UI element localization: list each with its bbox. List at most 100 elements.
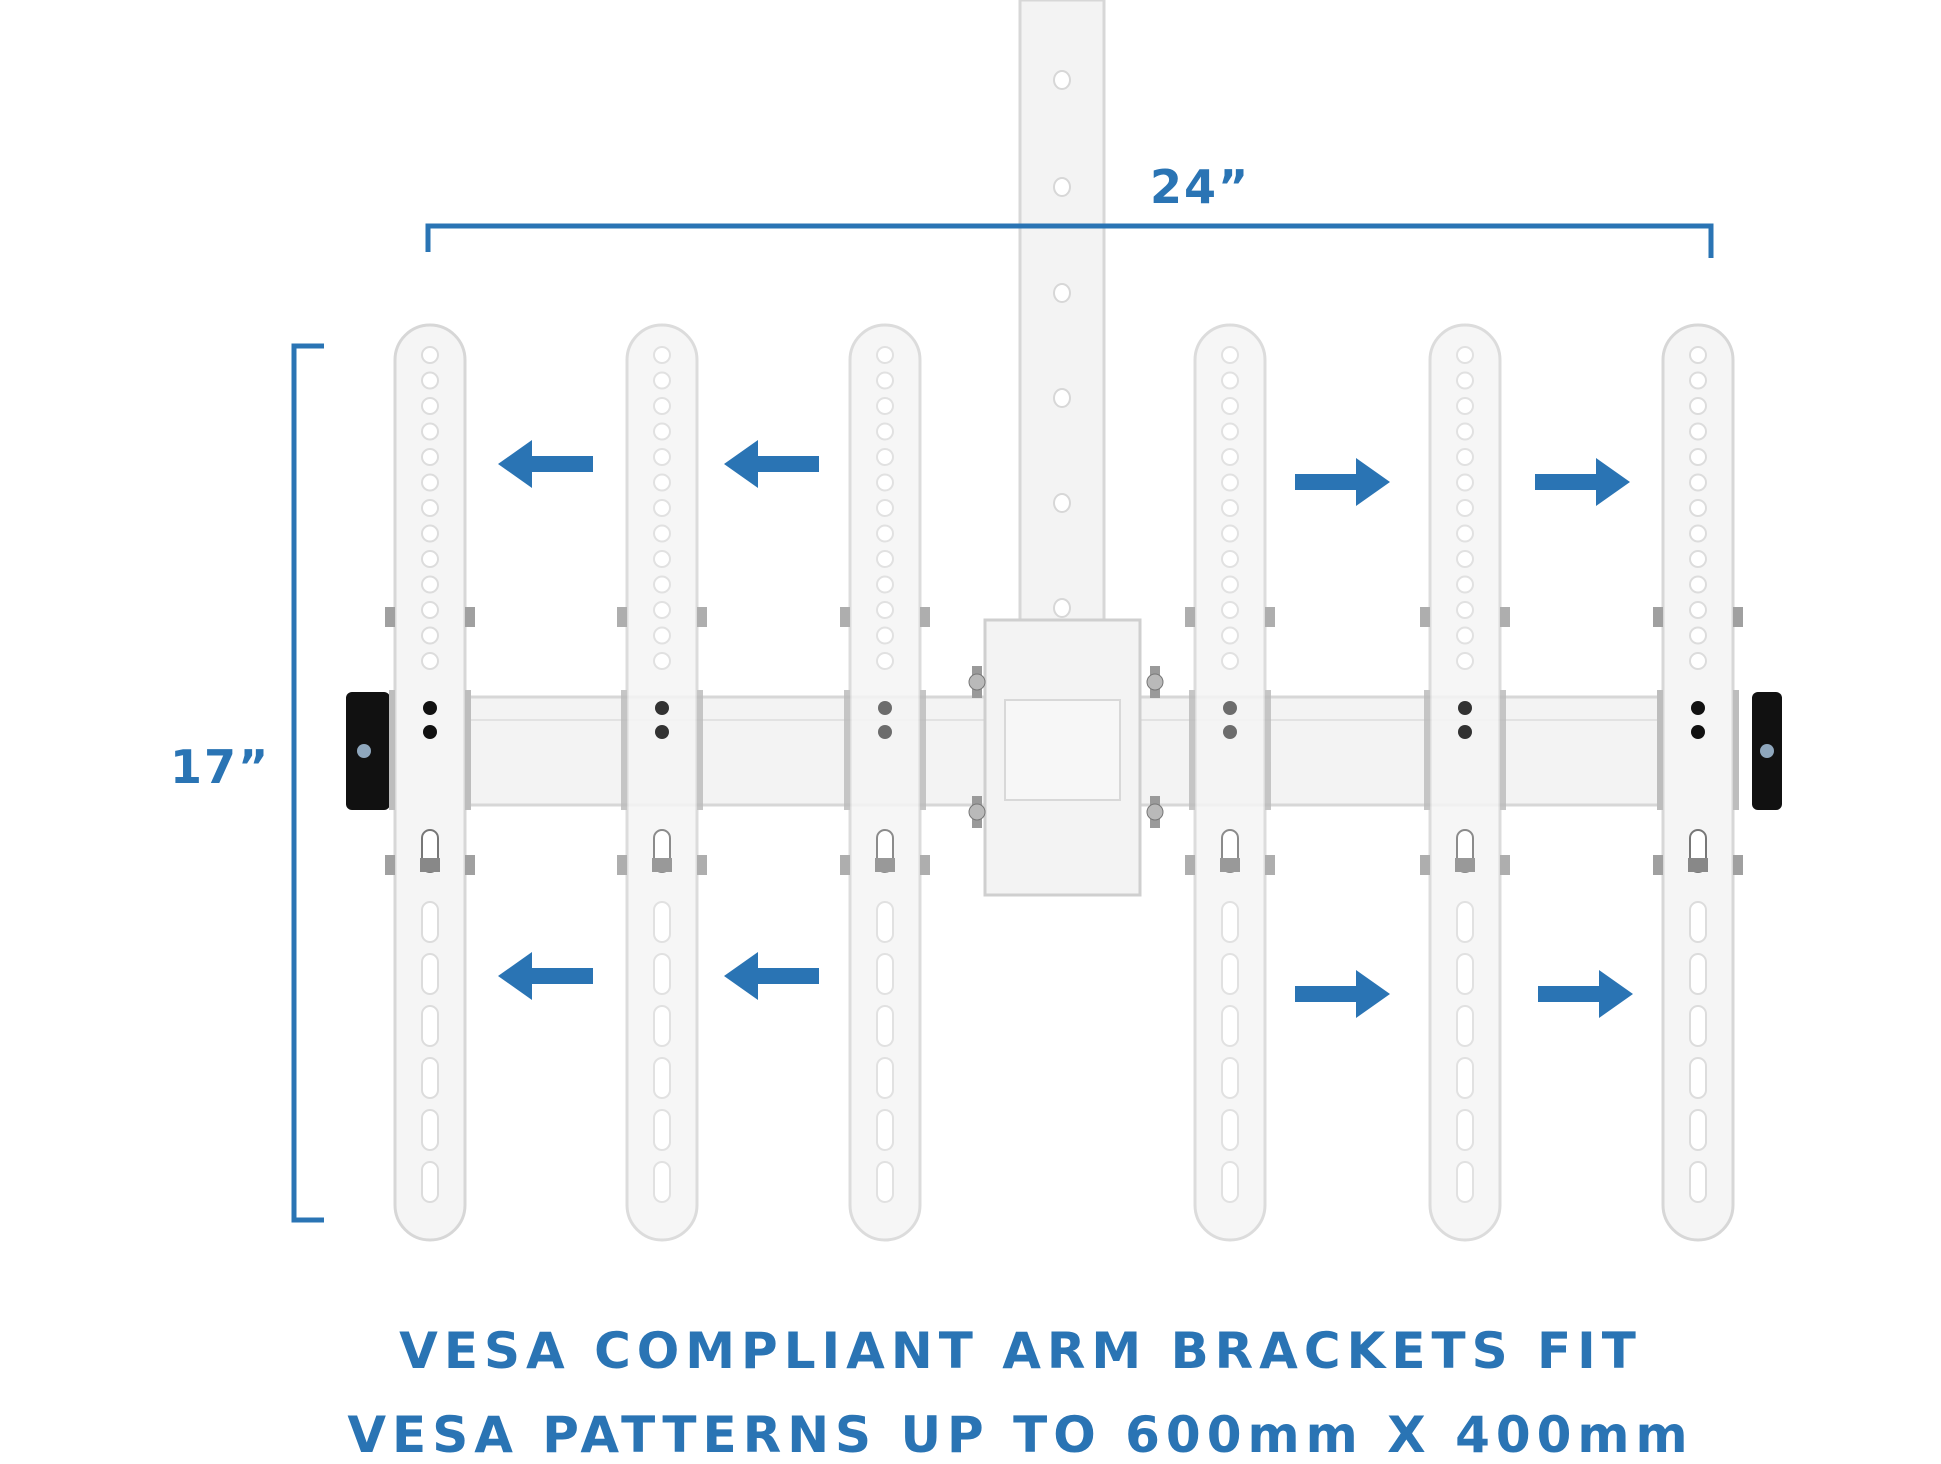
arm-hole	[1221, 524, 1239, 543]
arm-hole	[1221, 422, 1239, 441]
arm-long-slot	[421, 1109, 439, 1151]
vesa-arm-bracket	[840, 323, 930, 1242]
arm-hole	[653, 626, 671, 645]
arm-hole	[421, 371, 439, 390]
arm-hole	[1456, 550, 1474, 568]
caption-line-2: VESA PATTERNS UP TO 600mm X 400mm	[347, 1406, 1694, 1464]
arm-side-bolt	[920, 855, 930, 875]
arm-side-bolt	[840, 607, 850, 627]
arm-hole	[653, 652, 671, 670]
arm-side-bolt	[840, 855, 850, 875]
arm-hole	[1689, 499, 1707, 517]
arm-side-bolt	[465, 607, 475, 627]
arrow-left-icon	[498, 952, 593, 1000]
arm-side-bolt	[1185, 855, 1195, 875]
arm-hole	[876, 499, 894, 517]
arm-hole	[653, 550, 671, 568]
arm-long-slot	[421, 901, 439, 943]
arm-hole	[1689, 652, 1707, 670]
arm-hole	[1689, 575, 1707, 594]
arm-hole	[876, 473, 894, 492]
arm-hole	[1456, 473, 1474, 492]
arm-hole	[876, 626, 894, 645]
arm-long-slot	[1456, 901, 1474, 943]
arm-hole	[653, 601, 671, 619]
arm-hole	[1689, 473, 1707, 492]
arm-hole	[1221, 473, 1239, 492]
arm-long-slot	[653, 953, 671, 995]
arm-hole	[653, 448, 671, 466]
arm-mount-dot	[655, 701, 669, 715]
pole-hole	[1053, 493, 1071, 513]
arm-hole	[1689, 524, 1707, 543]
arm-hole	[1221, 626, 1239, 645]
arm-long-slot	[1456, 1005, 1474, 1047]
arm-hole	[1689, 346, 1707, 364]
arm-long-slot	[1689, 901, 1707, 943]
arm-hole	[1221, 346, 1239, 364]
arm-hole	[1689, 422, 1707, 441]
arm-hole	[876, 601, 894, 619]
arm-hole	[421, 422, 439, 441]
arm-long-slot	[653, 1161, 671, 1203]
arm-long-slot	[1221, 953, 1239, 995]
vesa-arm-bracket	[1185, 323, 1275, 1242]
arm-long-slot	[421, 1005, 439, 1047]
arm-hole	[421, 601, 439, 619]
arm-hole	[1689, 371, 1707, 390]
arm-hole	[421, 499, 439, 517]
arm-hole	[876, 448, 894, 466]
arm-long-slot	[1689, 1109, 1707, 1151]
arm-mount-dot	[1223, 701, 1237, 715]
arm-long-slot	[1221, 1005, 1239, 1047]
pole-hole	[1053, 598, 1071, 618]
arm-hole	[1456, 346, 1474, 364]
arm-long-slot	[876, 901, 894, 943]
arm-long-slot	[876, 1109, 894, 1151]
arm-side-bolt	[1185, 607, 1195, 627]
arm-long-slot	[653, 901, 671, 943]
arm-hole	[1689, 626, 1707, 645]
arm-mount-dot	[423, 701, 437, 715]
vesa-arm-bracket	[617, 323, 707, 1242]
arm-hole	[653, 422, 671, 441]
arm-side-bolt	[697, 855, 707, 875]
arm-hole	[876, 575, 894, 594]
arm-side-bolt	[617, 607, 627, 627]
arm-long-slot	[653, 1057, 671, 1099]
arm-hole	[876, 550, 894, 568]
width-dimension-label: 24”	[1150, 160, 1251, 214]
left-end-cap-screw	[357, 744, 371, 758]
arm-mount-dot	[1691, 701, 1705, 715]
arm-hole	[1689, 601, 1707, 619]
vesa-arm-bracket	[1653, 323, 1743, 1242]
arm-hole	[876, 371, 894, 390]
arm-hole	[421, 397, 439, 415]
arm-side-bolt	[1733, 607, 1743, 627]
arm-side-bolt	[1733, 855, 1743, 875]
arm-long-slot	[1456, 1057, 1474, 1099]
arm-side-bolt	[1653, 607, 1663, 627]
arm-side-bolt	[385, 607, 395, 627]
arm-hole	[1456, 448, 1474, 466]
arm-side-bolt	[465, 855, 475, 875]
arm-hole	[1221, 499, 1239, 517]
arm-hole	[1221, 601, 1239, 619]
arm-hole	[1456, 499, 1474, 517]
arm-hole	[1221, 448, 1239, 466]
arm-hole	[653, 473, 671, 492]
arm-mount-dot	[655, 725, 669, 739]
arm-hole	[1456, 652, 1474, 670]
arm-hole	[1456, 575, 1474, 594]
arrow-right-icon	[1535, 458, 1630, 506]
arm-hole	[1689, 550, 1707, 568]
arm-side-bolt	[1420, 855, 1430, 875]
height-dimension-bracket	[291, 343, 324, 1223]
arm-hole	[1221, 652, 1239, 670]
arm-side-bolt	[1500, 607, 1510, 627]
arrow-right-icon	[1295, 970, 1390, 1018]
arm-mount-dot	[423, 725, 437, 739]
arm-hole	[653, 575, 671, 594]
arm-long-slot	[421, 1057, 439, 1099]
arm-long-slot	[421, 953, 439, 995]
